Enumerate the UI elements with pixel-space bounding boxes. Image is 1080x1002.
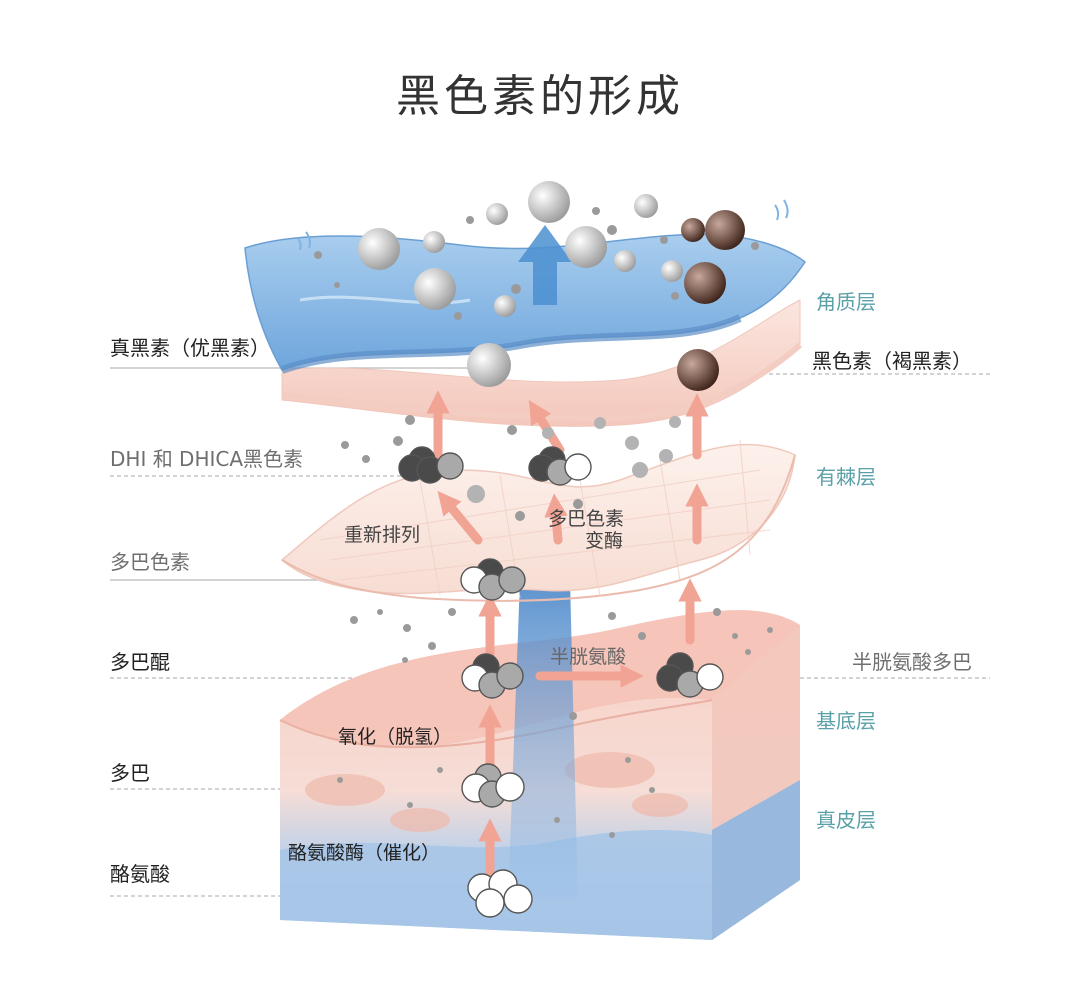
dhi-molecule-right (528, 446, 592, 486)
label-cysteine: 半胱氨酸 (550, 646, 627, 668)
top-layers (244, 233, 807, 427)
blue-column (508, 580, 578, 900)
molecule-clusters (398, 446, 724, 918)
layer-stratum-corneum: 角质层 (816, 290, 876, 314)
tyrosine-molecule (467, 869, 533, 918)
dopaquinone-molecule (461, 653, 524, 699)
label-tautomerase-2: 变酶 (585, 530, 624, 552)
label-dopa: 多巴 (110, 761, 150, 785)
label-oxidation: 氧化（脱氢） (338, 726, 453, 748)
label-dhi-dhica: DHI 和 DHICA黑色素 (110, 447, 304, 471)
layer-stratum-spinosum: 有棘层 (816, 465, 876, 489)
label-eumelanin: 真黑素（优黑素） (110, 336, 270, 360)
layer-dermis: 真皮层 (816, 808, 876, 832)
cysteinyldopa-molecule (656, 652, 724, 698)
label-tyrosinase: 酪氨酸酶（催化） (288, 842, 441, 864)
label-tyrosine: 酪氨酸 (110, 862, 170, 886)
diagram-title: 黑色素的形成 (396, 71, 684, 122)
splash-marks (297, 199, 789, 251)
dopa-molecule (461, 763, 525, 808)
layer-basal: 基底层 (816, 709, 876, 733)
label-tautomerase-1: 多巴色素 (548, 508, 625, 530)
dhi-molecule-left (398, 446, 464, 484)
label-pheomelanin: 黑色素（褐黑素） (812, 349, 972, 373)
label-dopachrome: 多巴色素 (110, 550, 190, 574)
label-dopaquinone: 多巴醌 (110, 650, 170, 674)
blue-up-arrow (518, 225, 572, 305)
label-rearrange: 重新排列 (344, 524, 421, 546)
label-cysteinyldopa: 半胱氨酸多巴 (852, 650, 972, 674)
dopachrome-molecule (460, 558, 526, 601)
small-particles (314, 207, 773, 838)
melanin-granules (358, 181, 745, 391)
